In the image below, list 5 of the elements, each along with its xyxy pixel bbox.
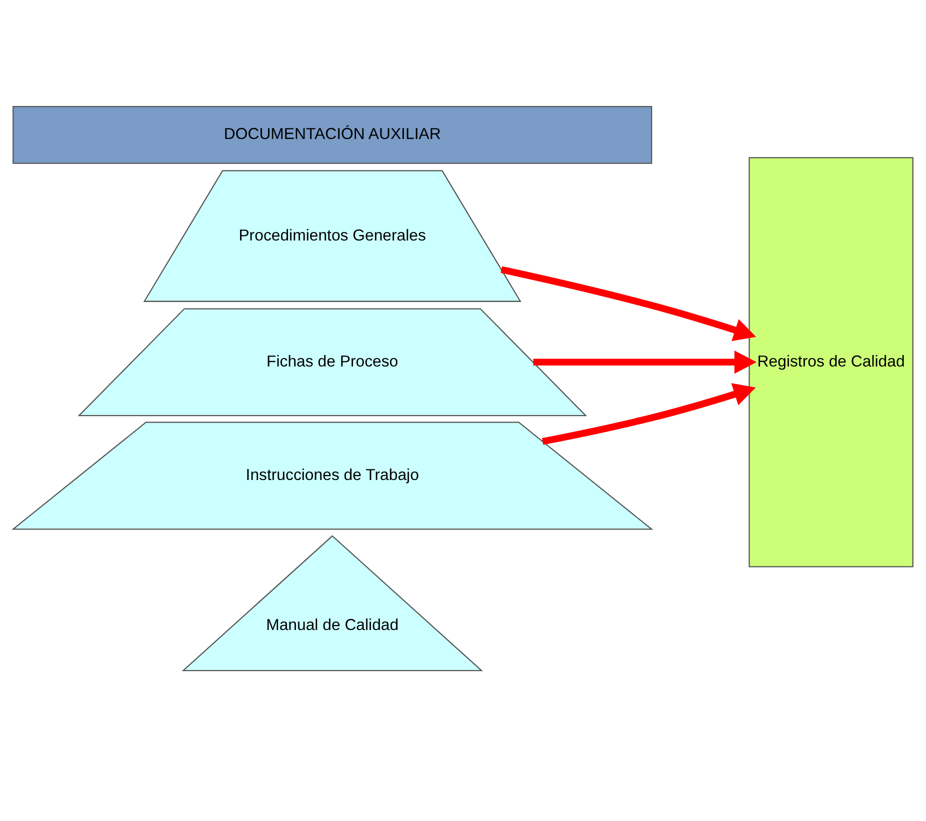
- node-box: DOCUMENTACIÓN AUXILIAR: [12, 105, 652, 164]
- arrow: [500, 266, 756, 341]
- node-box: Registros de Calidad: [748, 156, 914, 567]
- arrow: [542, 382, 756, 444]
- arrow: [533, 350, 757, 374]
